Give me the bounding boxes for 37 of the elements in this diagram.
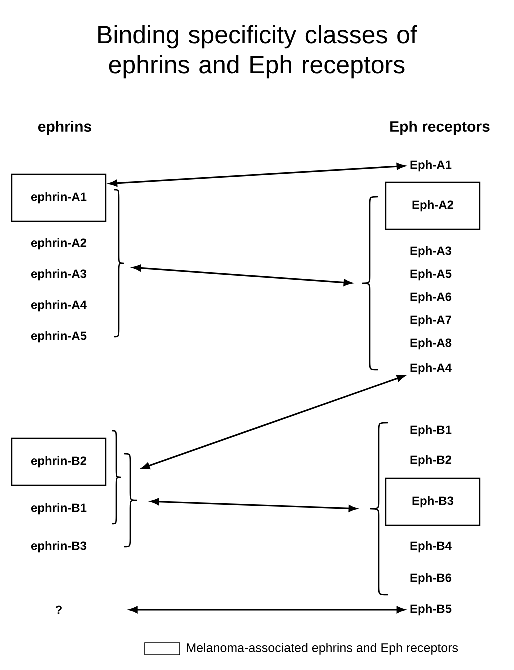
double-arrow [142,375,406,470]
highlight-box: Eph-B3 [385,478,481,526]
double-arrow [129,606,406,614]
receptor-label: Eph-B5 [410,604,452,616]
receptor-label: ? [56,606,62,614]
highlight-box: ephrin-A1 [11,174,107,222]
receptor-label: ephrin-A2 [31,238,87,250]
double-arrow [109,163,406,187]
curly-brace [112,430,122,525]
receptor-label: ephrin-B1 [31,503,87,515]
receptor-label: Eph-A7 [410,315,452,327]
receptor-label: Eph-A4 [410,363,452,375]
receptor-label: Eph-B2 [410,455,452,467]
receptor-label: Eph-A6 [410,292,452,304]
receptor-label: Eph-A8 [410,338,452,350]
curly-brace [114,189,125,338]
receptor-label: Eph-B6 [410,573,452,585]
double-arrow [132,264,352,286]
receptor-label: ephrin-A5 [31,331,87,343]
curly-brace [361,196,378,371]
receptor-label: Eph-A1 [410,160,452,172]
receptor-label: Eph-B4 [410,541,452,553]
highlight-box: ephrin-B2 [11,438,107,486]
receptor-label: ephrin-A3 [31,269,87,281]
receptor-label: Eph-B1 [410,425,452,437]
receptor-label: ephrin-B3 [31,541,87,553]
column-header: ephrins [38,121,92,135]
receptor-label: Eph-A5 [410,269,452,281]
column-header: Eph receptors [390,121,490,135]
receptor-label: Eph-A3 [410,246,452,258]
curly-brace [124,453,138,548]
curly-brace [369,422,388,596]
highlight-box: Eph-A2 [385,182,481,230]
legend-text: Melanoma-associated ephrins and Eph receptors [187,643,458,655]
title: Binding specificity classes of ephrins and Eph receptors [98,25,418,79]
double-arrow [150,498,358,512]
receptor-label: ephrin-A4 [31,300,87,312]
